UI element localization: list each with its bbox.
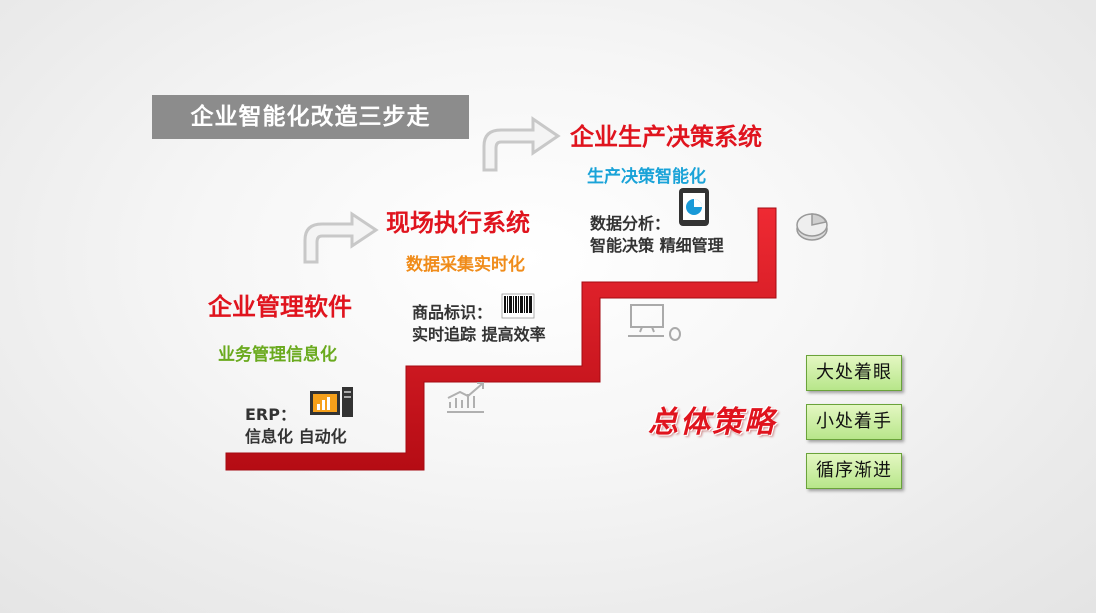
stage2-subtitle: 数据采集实时化 [406,255,525,275]
page-title: 企业智能化改造三步走 [152,95,469,139]
stage3-note-line2: 智能决策 精细管理 [590,236,724,255]
stage3-note-line1: 数据分析： [590,214,671,233]
stage3-title: 企业生产决策系统 [570,123,762,151]
curved-arrow-icon [303,211,379,264]
stage2-title: 现场执行系统 [386,209,530,237]
stage1-note-line1: ERP： [245,405,296,424]
stairs [225,207,777,471]
growth-chart-icon [447,382,484,413]
strategy-item-2: 小处着手 [806,404,902,440]
computer-chart-icon [310,387,353,417]
tablet-pie-icon [679,188,709,226]
stage2-note-line2: 实时追踪 提高效率 [412,325,546,344]
barcode-icon [501,293,535,319]
desktop-computer-icon [628,304,681,341]
pie-chart-icon [796,213,828,241]
stage1-note-line2: 信息化 自动化 [245,427,347,446]
stage1-subtitle: 业务管理信息化 [218,345,337,365]
strategy-item-3: 循序渐进 [806,453,902,489]
stage1-title: 企业管理软件 [208,293,352,321]
stage2-note-line1: 商品标识： [412,303,493,322]
curved-arrow-icon [482,116,561,172]
strategy-label: 总体策略 [648,405,776,440]
strategy-item-1: 大处着眼 [806,355,902,391]
stage3-subtitle: 生产决策智能化 [587,167,706,187]
